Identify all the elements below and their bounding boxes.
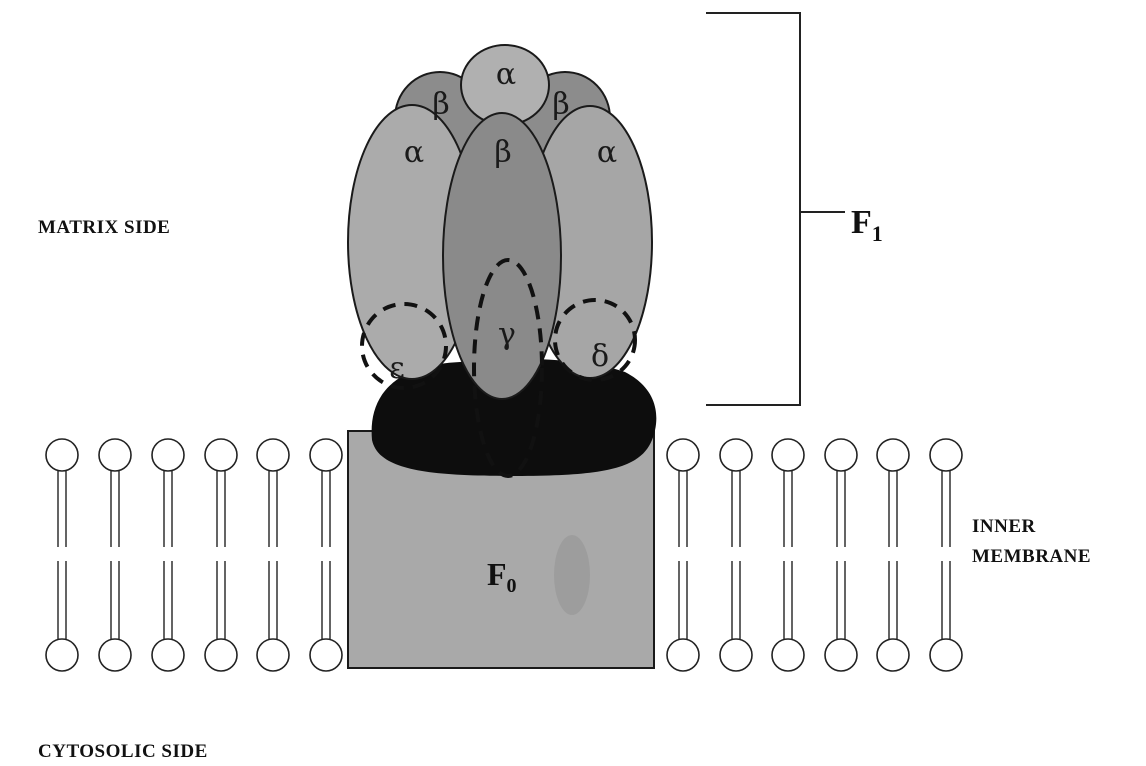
lipid-head-bottom <box>310 639 342 671</box>
lipid-head-bottom <box>99 639 131 671</box>
lipid-head-bottom <box>205 639 237 671</box>
epsilon-label: ε <box>389 351 405 386</box>
lipid-head-bottom <box>667 639 699 671</box>
lipid-head-bottom <box>46 639 78 671</box>
lipid-head-bottom <box>257 639 289 671</box>
lipid-head-top <box>667 439 699 471</box>
lipid-head-top <box>152 439 184 471</box>
lipid-head-top <box>825 439 857 471</box>
lipid-head-bottom <box>825 639 857 671</box>
inner-membrane-label-line1: INNER <box>972 516 1036 537</box>
beta-back-right-label: β <box>552 87 569 122</box>
f1-bracket <box>706 13 845 405</box>
lipid-head-top <box>772 439 804 471</box>
lipid-head-top <box>720 439 752 471</box>
lipid-head-top <box>310 439 342 471</box>
lipid-head-top <box>99 439 131 471</box>
beta-back-left-label: β <box>432 87 449 122</box>
alpha-left-label: α <box>404 135 424 170</box>
delta-label: δ <box>591 339 609 374</box>
lipid-head-top <box>930 439 962 471</box>
beta-front-label: β <box>494 135 511 170</box>
cytosolic-side-label: CYTOSOLIC SIDE <box>38 741 208 762</box>
lipid-head-bottom <box>877 639 909 671</box>
lipid-head-bottom <box>930 639 962 671</box>
inner-membrane-label-line2: MEMBRANE <box>972 546 1091 567</box>
f0-shading <box>554 535 590 615</box>
alpha-top-label: α <box>496 57 516 92</box>
lipid-head-bottom <box>152 639 184 671</box>
lipid-head-top <box>205 439 237 471</box>
lipid-head-bottom <box>720 639 752 671</box>
lipid-head-top <box>46 439 78 471</box>
matrix-side-label: MATRIX SIDE <box>38 217 170 238</box>
f1-label: F1 <box>851 204 883 246</box>
lipid-head-bottom <box>772 639 804 671</box>
gamma-label: γ <box>498 317 516 352</box>
lipid-head-top <box>877 439 909 471</box>
alpha-right-label: α <box>597 135 617 170</box>
lipid-head-top <box>257 439 289 471</box>
